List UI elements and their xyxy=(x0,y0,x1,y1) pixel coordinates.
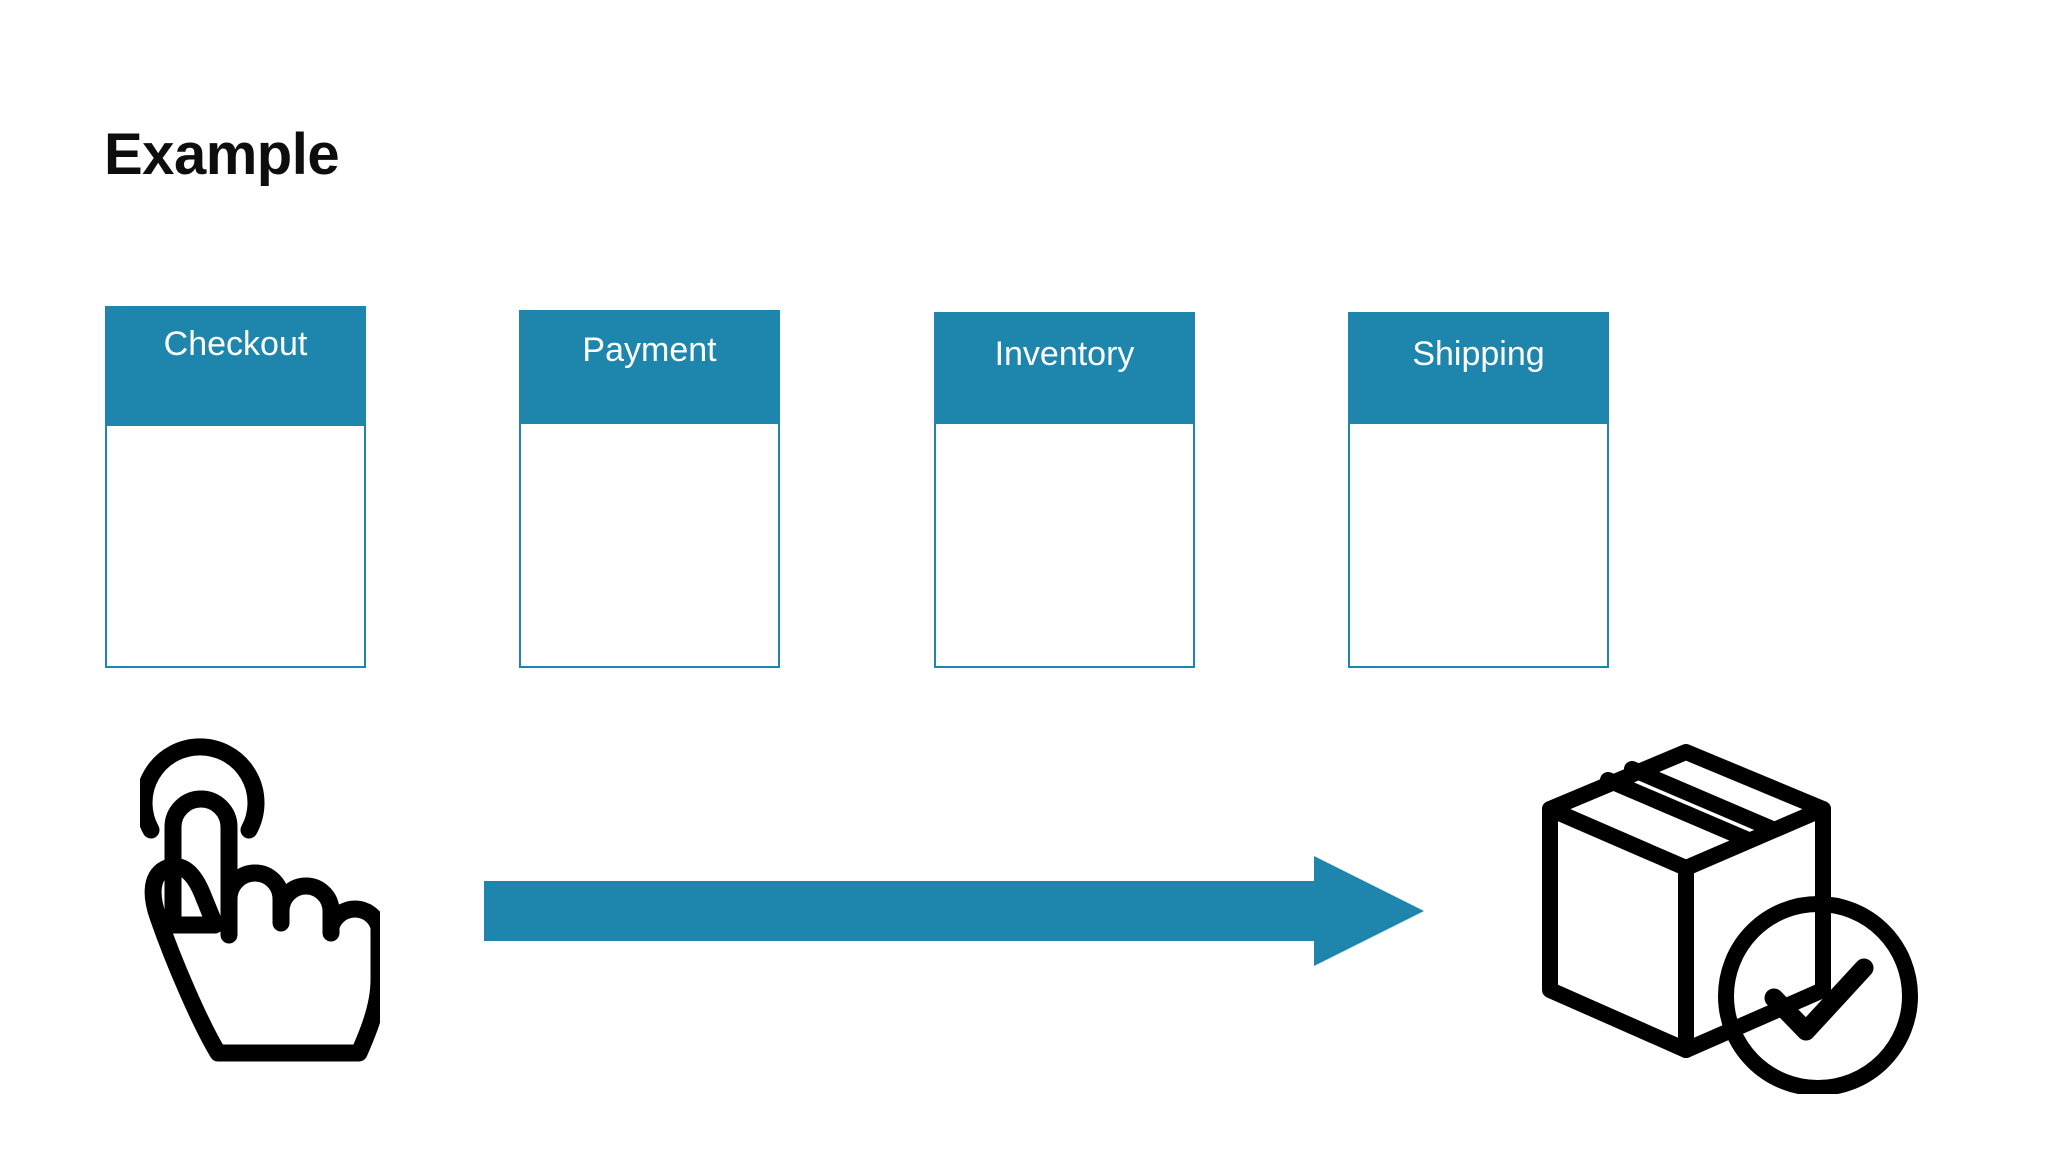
service-card-body xyxy=(936,424,1193,666)
service-card-body xyxy=(521,424,778,666)
page-title: Example xyxy=(104,122,340,187)
service-card-header-label: Shipping xyxy=(1350,314,1607,424)
right-block-arrow-icon xyxy=(484,856,1424,966)
service-card-checkout[interactable]: Checkout xyxy=(105,306,366,668)
service-card-payment[interactable]: Payment xyxy=(519,310,780,668)
package-delivered-icon xyxy=(1528,742,1920,1094)
service-card-inventory[interactable]: Inventory xyxy=(934,312,1195,668)
service-card-shipping[interactable]: Shipping xyxy=(1348,312,1609,668)
service-card-body xyxy=(107,426,364,666)
service-card-body xyxy=(1350,424,1607,666)
tap-hand-icon xyxy=(140,735,380,1065)
service-card-header-label: Inventory xyxy=(936,314,1193,424)
service-card-header-label: Payment xyxy=(521,312,778,424)
service-card-header-label: Checkout xyxy=(107,308,364,426)
